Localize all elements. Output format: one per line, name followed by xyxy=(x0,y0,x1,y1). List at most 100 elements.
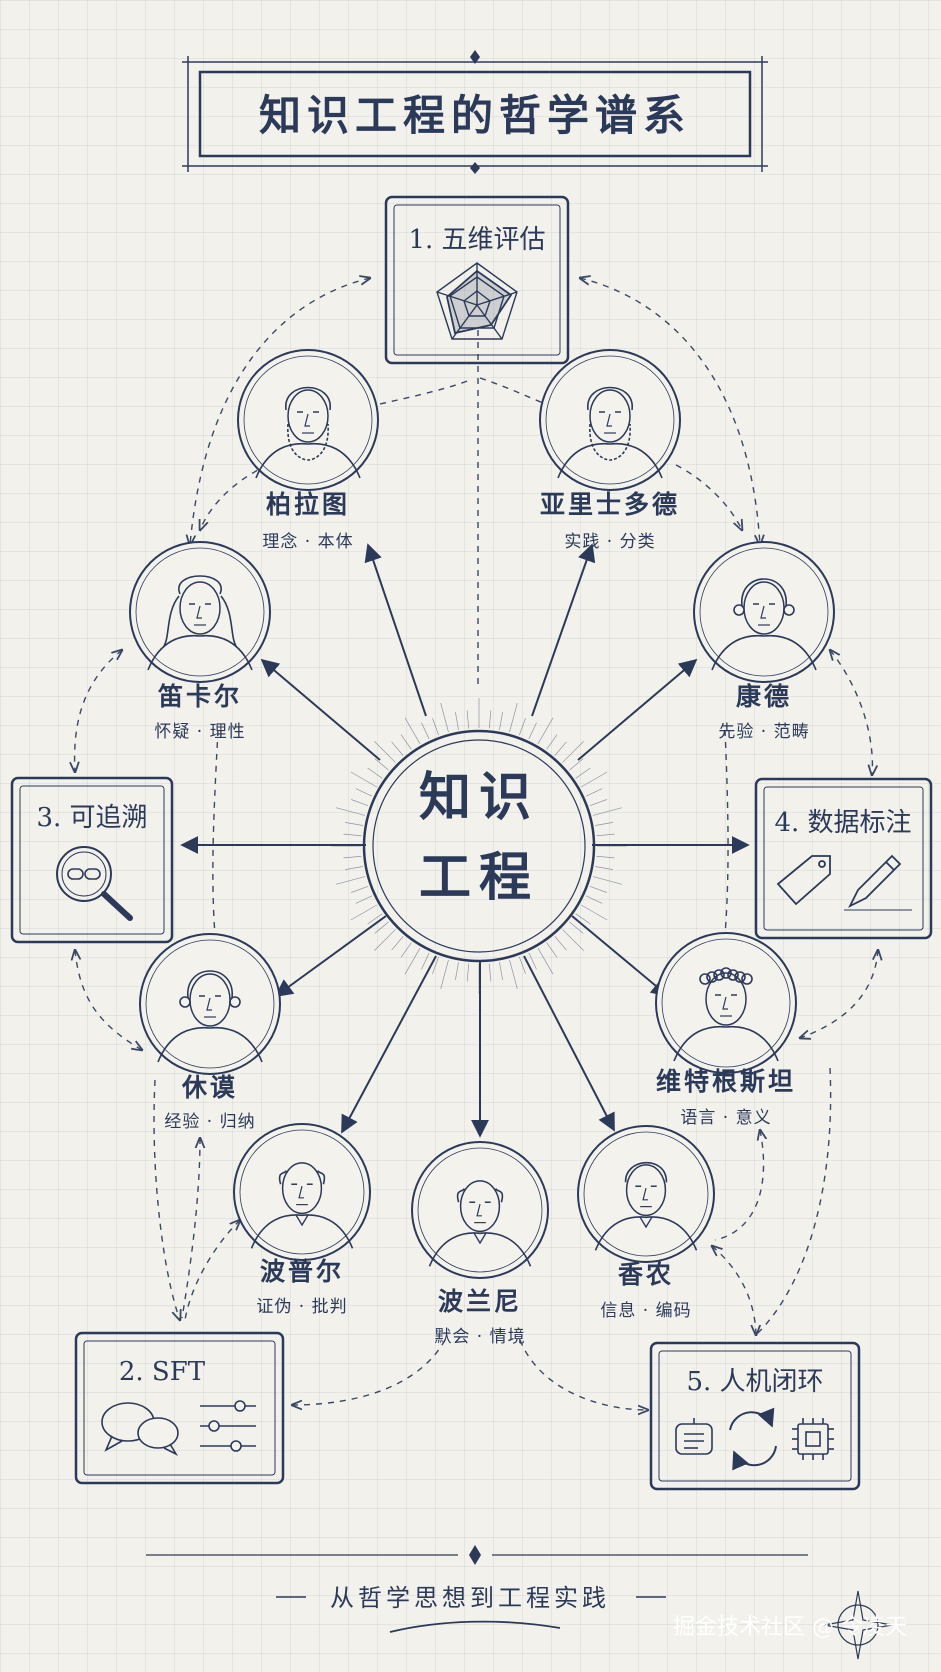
box-human-machine-loop: 5. 人机闭环 xyxy=(649,1341,861,1491)
hub-rays xyxy=(331,698,627,994)
hub-ray xyxy=(374,929,396,951)
hub-ray xyxy=(350,904,377,921)
magnifier-chain-icon xyxy=(56,846,133,921)
philosopher-name: 柏拉图 xyxy=(266,490,350,519)
hub-ray xyxy=(509,959,518,990)
philosopher-concepts: 经验 · 归纳 xyxy=(164,1112,255,1132)
hub-ray xyxy=(519,956,526,974)
philosopher-name: 波普尔 xyxy=(260,1257,344,1286)
hub-ray xyxy=(554,936,567,951)
hub-ray xyxy=(432,956,439,974)
hub-ray xyxy=(528,952,537,970)
portrait-hume-icon xyxy=(139,933,281,1075)
philosopher-concepts: 信息 · 编码 xyxy=(600,1301,691,1321)
portrait-plato-icon xyxy=(237,349,379,491)
philosopher-concepts: 语言 · 意义 xyxy=(680,1108,771,1128)
hub-ray xyxy=(355,788,373,797)
hub-ray xyxy=(596,855,615,859)
hub-ray xyxy=(351,799,369,806)
box-five-dimension-evaluation: 1. 五维评估 xyxy=(384,195,570,365)
knowledge-engineering-hub: 知识 工程 xyxy=(362,729,596,963)
hub-ray xyxy=(569,758,584,771)
hub-ray xyxy=(528,722,537,740)
hub-ray xyxy=(581,904,608,921)
box-sft: 2. SFT xyxy=(74,1331,285,1485)
hub-ray xyxy=(595,866,613,870)
hub-ray xyxy=(335,807,366,816)
hub-ray xyxy=(455,712,459,730)
hub-ray xyxy=(367,913,383,925)
hub-ray xyxy=(400,942,412,958)
box-label: 3. 可追溯 xyxy=(36,803,147,833)
hub-ray xyxy=(466,963,470,982)
box-traceability: 3. 可追溯 xyxy=(10,776,174,944)
hub-ray xyxy=(421,722,430,740)
philosopher-concepts: 理念 · 本体 xyxy=(262,531,353,552)
hub-ray xyxy=(335,876,366,885)
hub-ray xyxy=(400,734,412,750)
hub-ray xyxy=(455,962,459,980)
hub-ray xyxy=(581,771,608,788)
philosopher-concepts: 证伪 · 批判 xyxy=(256,1297,347,1317)
chat-bubbles-icon xyxy=(101,1402,179,1456)
hub-ray xyxy=(391,741,404,756)
portrait-descartes-icon xyxy=(129,541,271,683)
hub-ray xyxy=(554,741,567,756)
hub-ray xyxy=(519,718,526,736)
hub-ray xyxy=(367,767,383,779)
hub-title-line1: 知识 xyxy=(419,767,539,828)
box-label: 2. SFT xyxy=(119,1357,206,1387)
hub-ray xyxy=(374,758,389,771)
dashed-connections xyxy=(75,278,878,1410)
hub-ray xyxy=(421,952,430,970)
hub-ray xyxy=(374,741,396,763)
hub-ray xyxy=(569,921,584,934)
hub-ray xyxy=(546,942,558,958)
portrait-polanyi-icon xyxy=(411,1141,549,1279)
hub-ray xyxy=(537,717,554,744)
footer: 从哲学思想到工程实践 掘金技术社区 @ 令凌天 xyxy=(146,1545,907,1660)
diamond-ornament-icon xyxy=(470,50,480,64)
hub-ray xyxy=(345,822,363,826)
philosopher-concepts: 默会 · 情境 xyxy=(434,1327,525,1347)
hub-ray xyxy=(546,734,558,750)
philosopher-name: 维特根斯坦 xyxy=(656,1067,796,1096)
philosopher-concepts: 实践 · 分类 xyxy=(564,532,655,552)
hub-ray xyxy=(432,718,439,736)
hub-ray xyxy=(575,913,591,925)
hub-ray xyxy=(488,710,492,729)
compass-rose-icon xyxy=(823,1590,893,1660)
philosopher-name: 康德 xyxy=(736,682,792,711)
microchip-icon xyxy=(792,1418,834,1460)
hub-ray xyxy=(404,717,421,744)
hub-ray xyxy=(562,741,584,763)
watermark: 掘金技术社区 @ 令凌天 xyxy=(673,1615,907,1640)
philosopher-concepts: 先验 · 范畴 xyxy=(718,722,809,742)
tag-icon xyxy=(776,855,831,906)
hub-ray xyxy=(595,822,613,826)
philosopher-name: 笛卡尔 xyxy=(157,682,242,711)
hub-ray xyxy=(509,702,518,733)
hub-ray xyxy=(596,833,615,837)
hub-ray xyxy=(466,710,470,729)
hub-ray xyxy=(488,963,492,982)
philosopher-concepts: 怀疑 · 理性 xyxy=(154,722,245,742)
hub-ray xyxy=(499,962,503,980)
hub-ray xyxy=(589,799,607,806)
hub-ray xyxy=(592,807,623,816)
hub-ray xyxy=(575,767,591,779)
portrait-kant-icon xyxy=(693,541,835,683)
hub-title-line2: 工程 xyxy=(419,847,539,908)
philosopher-name: 亚里士多德 xyxy=(540,490,680,519)
hub-ray xyxy=(355,895,373,904)
hub-ray xyxy=(562,929,584,951)
diamond-ornament-icon xyxy=(470,162,480,174)
